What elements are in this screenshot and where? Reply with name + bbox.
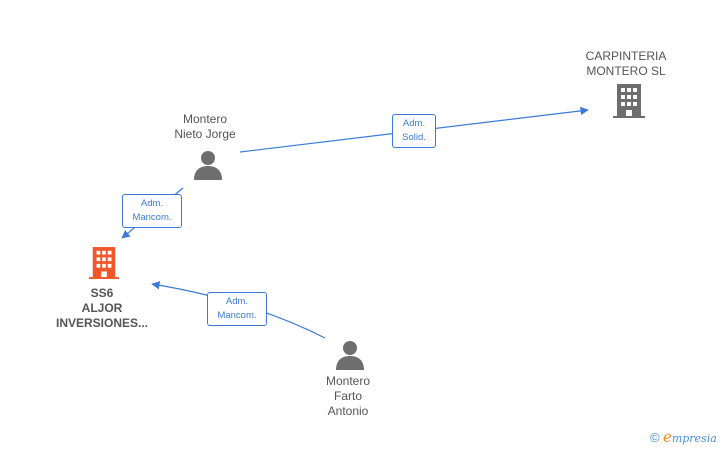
edge-label-line: Mancom.: [217, 310, 257, 321]
edge-label-line: Adm.: [402, 118, 426, 129]
edge-label-line: Adm.: [225, 296, 249, 307]
person-icon[interactable]: [193, 150, 223, 180]
copyright-symbol: ©: [650, 430, 660, 445]
edge-label-line: Mancom.: [132, 212, 172, 223]
edge-label-adm-mancom[interactable]: Adm. Mancom.: [207, 292, 267, 326]
brand-e-letter: e: [662, 428, 672, 446]
person-icon[interactable]: [335, 340, 365, 370]
empresia-watermark: © empresia: [650, 428, 717, 446]
building-icon[interactable]: [89, 246, 119, 280]
node-label-line: Farto: [333, 389, 362, 403]
node-label-line: SS6: [90, 286, 114, 300]
node-montero-farto-antonio-label[interactable]: Montero Farto Antonio: [298, 374, 398, 419]
node-label-line: Antonio: [327, 404, 369, 418]
edge-label-adm-solid[interactable]: Adm. Solid.: [392, 114, 436, 148]
node-carpinteria-montero-label[interactable]: CARPINTERIA MONTERO SL: [566, 49, 686, 79]
node-label-line: ALJOR: [81, 301, 123, 315]
edge-label-line: Adm.: [140, 198, 164, 209]
node-label-line: CARPINTERIA: [585, 49, 667, 63]
brand-name-rest: mpresia: [671, 432, 717, 445]
edge-label-adm-mancom[interactable]: Adm. Mancom.: [122, 194, 182, 228]
node-label-line: MONTERO SL: [586, 64, 666, 78]
building-icon[interactable]: [613, 84, 645, 118]
node-label-line: INVERSIONES...: [55, 316, 149, 330]
node-label-line: Montero: [182, 112, 228, 126]
edge-label-line: Solid.: [402, 132, 426, 143]
node-montero-nieto-jorge-label[interactable]: Montero Nieto Jorge: [150, 112, 260, 142]
node-label-line: Nieto Jorge: [174, 127, 236, 141]
node-label-line: Montero: [325, 374, 371, 388]
node-ss6-aljor-inversiones-label[interactable]: SS6 ALJOR INVERSIONES...: [40, 286, 164, 331]
